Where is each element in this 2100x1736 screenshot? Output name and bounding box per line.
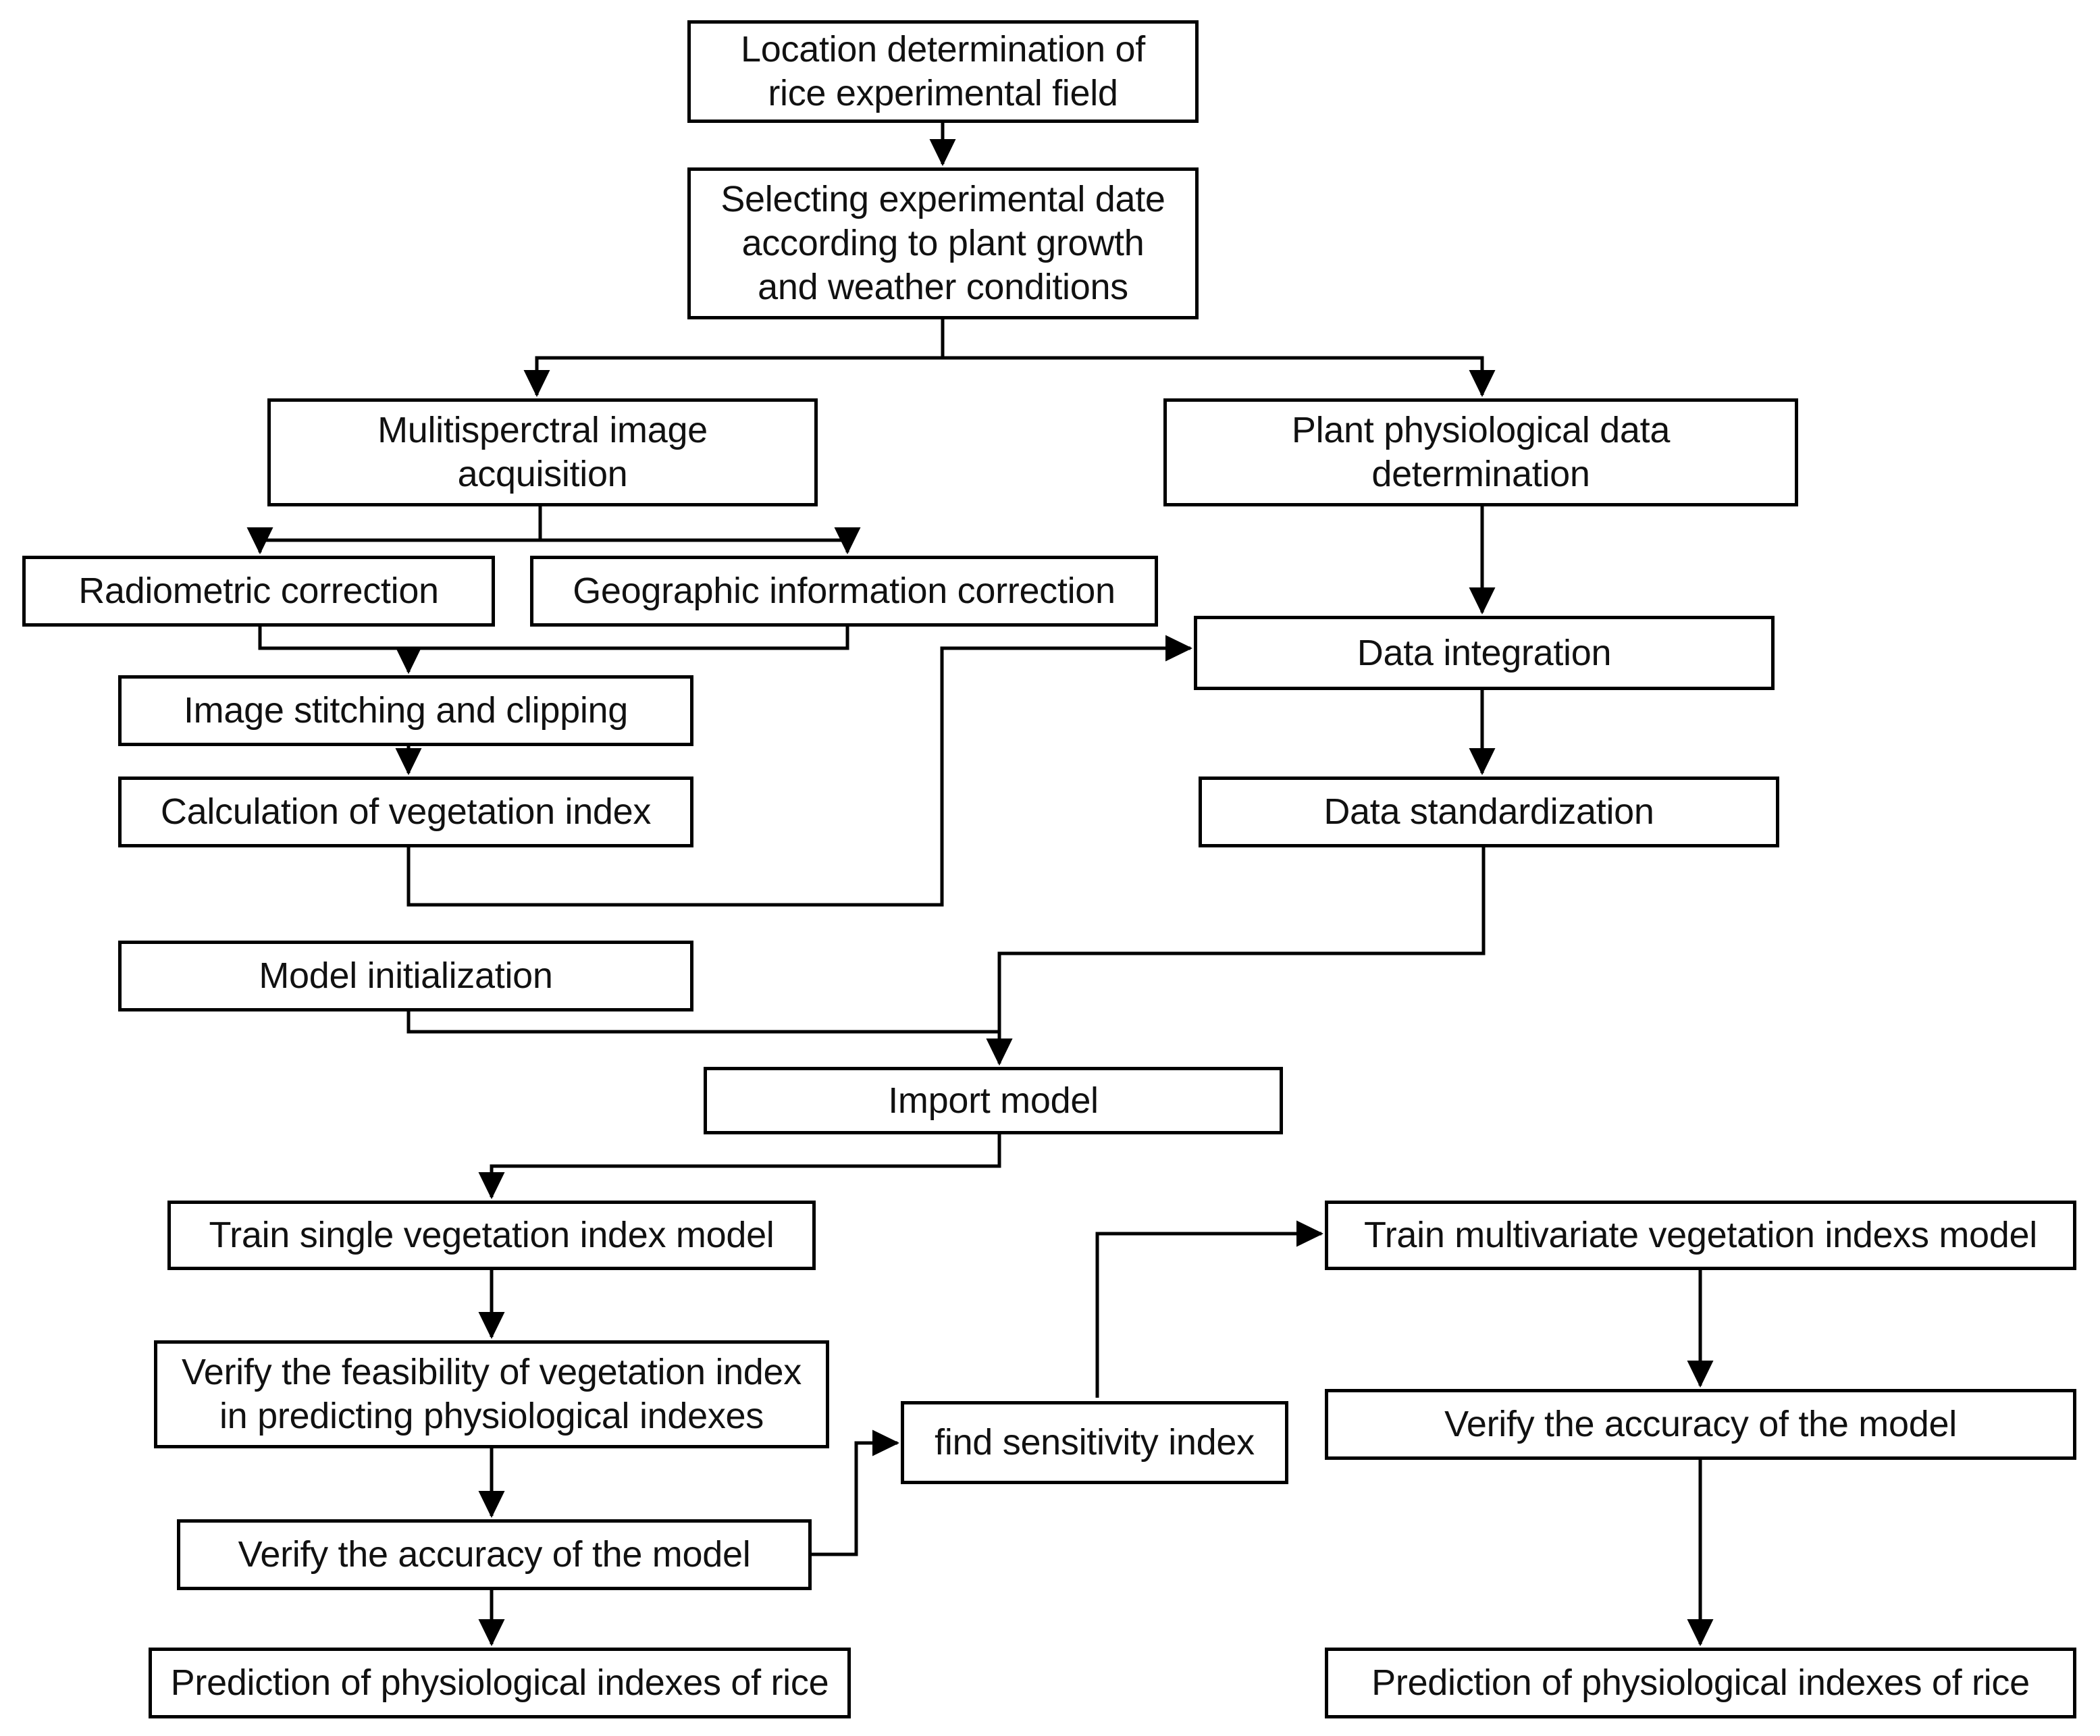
flow-node-n8[interactable]: Image stitching and clipping (118, 675, 693, 746)
flow-node-label: Location determination of rice experimen… (741, 29, 1145, 113)
flow-node-n9[interactable]: Data standardization (1199, 777, 1779, 847)
flow-node-n13[interactable]: Train single vegetation index model (167, 1201, 816, 1270)
flow-node-n10[interactable]: Calculation of vegetation index (118, 777, 693, 847)
flow-node-label: Geographic information correction (573, 571, 1115, 612)
connector-n5-to-n8 (258, 627, 422, 674)
flow-node-n17[interactable]: Verify the accuracy of the model (1325, 1389, 2076, 1460)
flow-node-label: Prediction of physiological indexes of r… (170, 1662, 829, 1704)
flow-node-n12[interactable]: Import model (704, 1067, 1283, 1134)
connector-n2-to-n3 (523, 319, 945, 397)
flow-node-label: Prediction of physiological indexes of r… (1371, 1662, 2030, 1704)
flow-node-n1[interactable]: Location determination of rice experimen… (687, 20, 1199, 123)
flow-node-n7[interactable]: Data integration (1194, 616, 1775, 690)
flow-node-label: find sensitivity index (935, 1422, 1255, 1463)
flow-node-n14[interactable]: Train multivariate vegetation indexs mod… (1325, 1201, 2076, 1270)
flow-node-label: Mulitisperctral image acquisition (377, 410, 708, 494)
flow-node-label: Data standardization (1323, 791, 1654, 833)
flow-node-n6[interactable]: Geographic information correction (530, 556, 1158, 627)
connector-n3-to-n5 (246, 506, 542, 554)
flow-node-n3[interactable]: Mulitisperctral image acquisition (267, 398, 818, 506)
connector-n3-to-n6 (538, 506, 861, 554)
flow-node-label: Plant physiological data determination (1291, 410, 1671, 494)
flow-node-label: Verify the feasibility of vegetation ind… (182, 1352, 802, 1436)
connector-n18-to-n16 (812, 1429, 899, 1556)
flow-node-n19[interactable]: Prediction of physiological indexes of r… (149, 1648, 851, 1718)
flow-node-n20[interactable]: Prediction of physiological indexes of r… (1325, 1648, 2076, 1718)
flow-node-n18[interactable]: Verify the accuracy of the model (177, 1519, 812, 1590)
flow-node-label: Selecting experimental date according to… (720, 179, 1165, 307)
flow-node-n2[interactable]: Selecting experimental date according to… (687, 167, 1199, 319)
flow-node-label: Import model (888, 1080, 1099, 1121)
flow-node-label: Train multivariate vegetation indexs mod… (1364, 1215, 2037, 1256)
connector-n6-to-n8 (395, 627, 849, 674)
flow-node-n16[interactable]: find sensitivity index (901, 1401, 1288, 1484)
connector-n12-to-n13 (478, 1134, 1001, 1199)
flow-node-n11[interactable]: Model initialization (118, 941, 693, 1011)
flow-node-n4[interactable]: Plant physiological data determination (1163, 398, 1798, 506)
flow-node-label: Model initialization (259, 955, 553, 997)
connector-n11-to-n12 (406, 1011, 1013, 1066)
flow-node-n15[interactable]: Verify the feasibility of vegetation ind… (154, 1340, 829, 1448)
flow-node-label: Verify the accuracy of the model (238, 1534, 751, 1575)
connector-n2-to-n4 (941, 319, 1496, 397)
flow-node-label: Radiometric correction (78, 571, 439, 612)
flow-node-label: Train single vegetation index model (209, 1215, 775, 1256)
flow-node-label: Image stitching and clipping (183, 690, 628, 731)
connector-n9-to-n12 (986, 847, 1486, 1066)
flow-node-label: Calculation of vegetation index (160, 791, 652, 833)
connector-n16-to-n14 (1095, 1220, 1323, 1398)
flow-node-n5[interactable]: Radiometric correction (22, 556, 495, 627)
flow-node-label: Data integration (1357, 632, 1612, 673)
flow-node-label: Verify the accuracy of the model (1444, 1404, 1957, 1445)
